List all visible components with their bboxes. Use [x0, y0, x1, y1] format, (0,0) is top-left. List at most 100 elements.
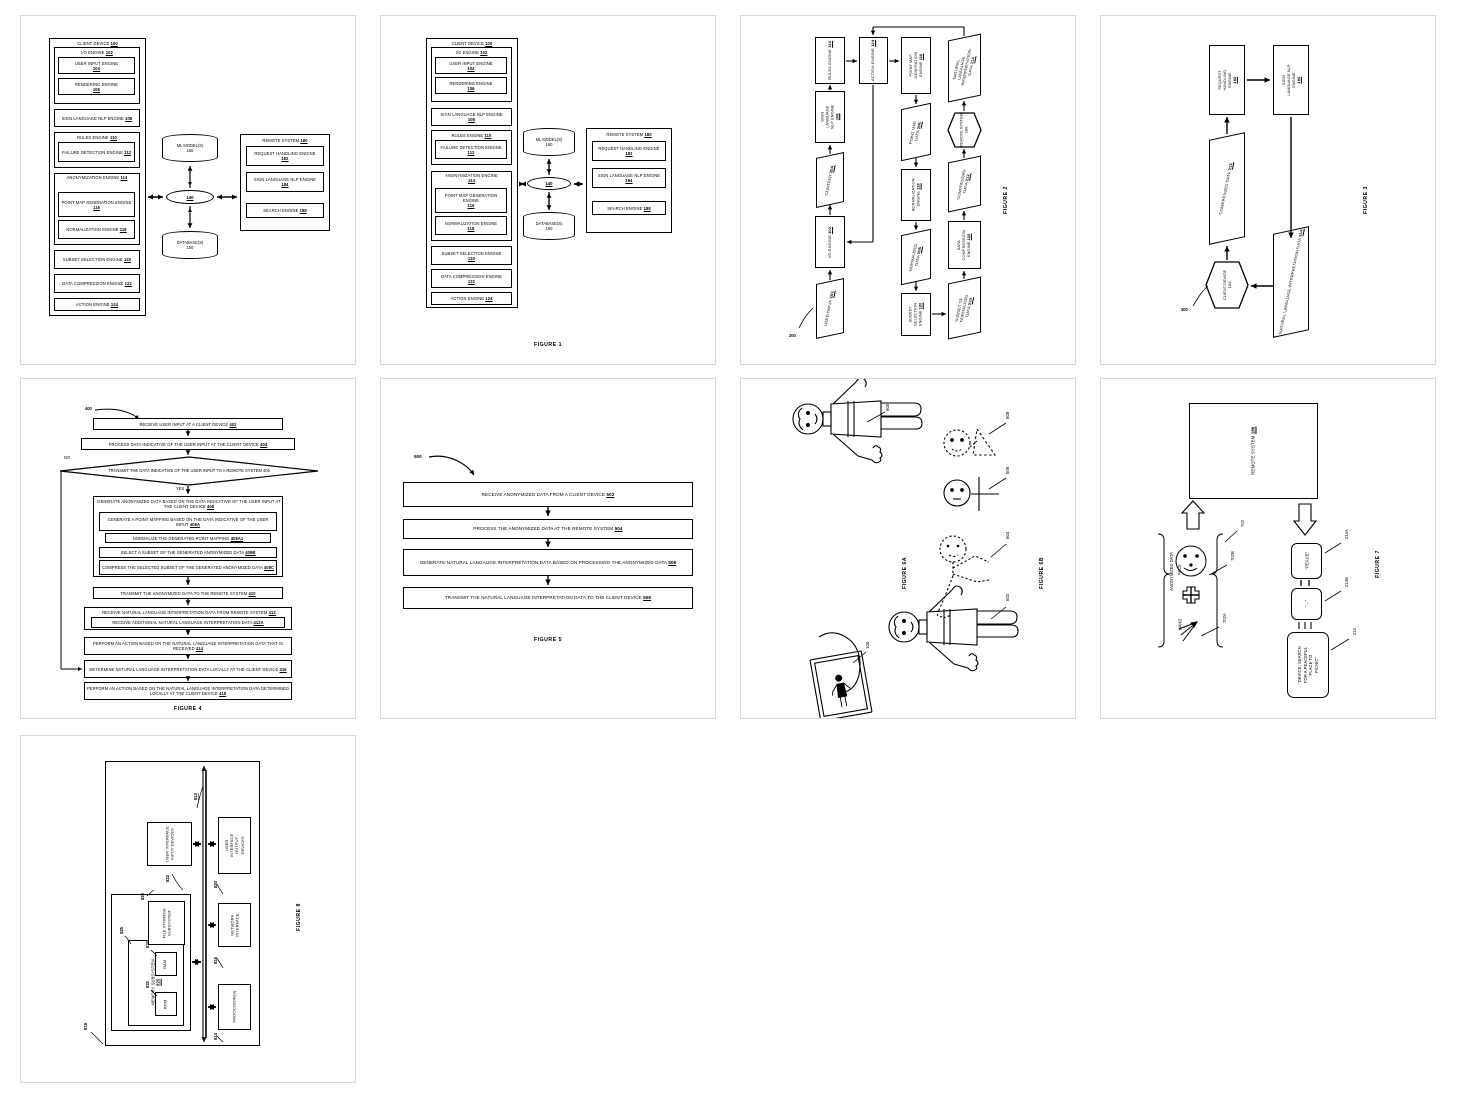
fig4-step-408A1-text: NORMALIZE THE GENERATED POINT MAPPING: [132, 535, 230, 541]
client-device-num: 100: [110, 41, 118, 46]
io-engine-num: 102: [105, 50, 113, 55]
fig4-step-404: PROCESS DATA INDICATIVE OF THE USER INPU…: [81, 438, 295, 450]
request-handling-engine-label: REQUEST HANDLING ENGINE: [254, 151, 316, 157]
action-engine-num: 124: [110, 302, 118, 307]
fig4-step-408A1: NORMALIZE THE GENERATED POINT MAPPING 40…: [105, 533, 271, 543]
fig5-ref-num: 500: [414, 454, 422, 459]
fig5-step-504-text: PROCESS THE ANONYMIZED DATA AT THE REMOT…: [473, 526, 614, 532]
data-compression-engine-label: DATA COMPRESSION ENGINE: [62, 281, 124, 286]
rules-engine-num: 110: [110, 135, 117, 140]
figure-panel-9: STORAGE SUBSYSTEM 824 MEMORY SUBSYSTEM 8…: [20, 735, 356, 1083]
fig4-caption: FIGURE 4: [174, 706, 202, 712]
fig2-rules-engine-node: RULES ENGINE 110: [815, 37, 845, 84]
network-num: 140: [186, 194, 194, 200]
fig1-sign-language-nlp-num: 108: [467, 117, 476, 122]
fig4-step-408A-text: GENERATE A POINT MAPPING BASED ON THE DA…: [107, 516, 269, 527]
fig4-step-416-text: DETERMINE NATURAL LANGUAGE INTERPRETATIO…: [89, 666, 279, 672]
fig2-point-map-gen-node: POINT MAP GENERATION ENGINE 116: [901, 37, 931, 94]
fig2-caption: FIGURE 2: [1003, 186, 1009, 214]
ml-models-label: ML MODEL(S): [176, 142, 204, 148]
fig1-subset-selection-label: SUBSET SELECTION ENGINE: [441, 250, 502, 256]
fig1-data-compression-num: 122: [467, 278, 476, 284]
svg-text:826: 826: [140, 892, 145, 900]
figure-panel-6-connectors: [428, 455, 551, 585]
svg-text:825: 825: [119, 926, 124, 934]
search-engine-box: SEARCH ENGINE 188: [246, 203, 324, 218]
fig4-step-408B-num: 408B: [245, 550, 256, 555]
svg-text:814: 814: [213, 1032, 218, 1040]
fig4-step-412-text: RECEIVE NATURAL LANGUAGE INTERPRETATION …: [102, 609, 268, 615]
figure-panel-5: 400 RECEIVE USER INPUT AT A CLIENT DEVIC…: [20, 378, 356, 719]
figure-panel-8: REMOTE SYSTEM 180 ANONYMIZED DATA HAND F…: [1100, 378, 1436, 719]
action-engine-box: ACTION ENGINE 124: [54, 298, 140, 311]
figure-panel-3: USER INPUT 202 I/O ENGINE 102 CONTENT 20…: [740, 15, 1076, 365]
fig8-network-interface-box: NETWORK INTERFACE: [218, 903, 251, 947]
fig5-step-502-text: RECEIVE ANONYMIZED DATA FROM A CLIENT DE…: [481, 491, 605, 497]
svg-text:816: 816: [213, 956, 218, 964]
fig1-action-engine-label: ACTION ENGINE: [450, 296, 485, 301]
point-map-generation-engine-label: POINT MAP GENERATION ENGINE: [61, 199, 132, 205]
svg-text:702B: 702B: [1230, 551, 1235, 561]
svg-text:602: 602: [1005, 593, 1010, 601]
fig1-client-device-label: CLIENT DEVICE: [451, 41, 484, 46]
databases-num: 150: [186, 245, 194, 250]
fig5-step-502-num: 502: [606, 491, 615, 497]
fig6a-caption: FIGURE 6A: [902, 556, 908, 589]
fig1-failure-detection-num: 112: [467, 149, 475, 155]
figure-panel-2: CLIENT DEVICE 100 I/O ENGINE 102 USER IN…: [380, 15, 716, 365]
rendering-engine-label: RENDERING ENGINE: [75, 81, 118, 87]
svg-text:810: 810: [83, 1022, 88, 1030]
fig1-rules-engine-label: RULES ENGINE: [451, 133, 484, 138]
fig1-search-engine-label: SEARCH ENGINE: [607, 205, 643, 211]
fig1-normalization-label: NORMALIZATION ENGINE: [444, 220, 498, 226]
rules-engine-label: RULES ENGINE: [77, 135, 109, 140]
fig2-data-compression-node: DATA COMPRESSION ENGINE 122: [948, 221, 981, 269]
fig1-remote-sl-nlp-num: 184: [625, 178, 633, 183]
fig1-user-input-engine-label: USER INPUT ENGINE: [449, 60, 493, 66]
fig1-rendering-engine-num: 106: [467, 85, 475, 91]
ml-models-cylinder: ML MODEL(S)160: [162, 134, 218, 162]
remote-system-label: REMOTE SYSTEM: [262, 138, 300, 143]
fig1-network-cloud: 140: [527, 177, 571, 190]
fig4-step-408A: GENERATE A POINT MAPPING BASED ON THE DA…: [99, 512, 277, 531]
svg-text:214B: 214B: [1344, 577, 1349, 587]
fig4-step-414-text: PERFORM AN ACTION BASED ON THE NATURAL L…: [93, 641, 283, 651]
fig4-step-404-text: PROCESS DATA INDICATIVE OF THE USER INPU…: [108, 441, 259, 447]
fig1-point-map-generation-num: 116: [467, 202, 475, 208]
fig5-caption: FIGURE 5: [534, 637, 562, 643]
figure-panel-4-connectors: [1192, 77, 1294, 307]
fig1-rendering-engine-label: RENDERING ENGINE: [449, 80, 493, 86]
failure-detection-engine-label: FAILURE DETECTION ENGINE: [61, 149, 123, 155]
fig1-request-handling-label: REQUEST HANDLING ENGINE: [598, 146, 660, 152]
figure-panel-8-graphics: 702 702B 702A 214A 214B 214: [1157, 500, 1357, 651]
fig8-file-storage-box: FILE STORAGE SUBSYSTEM: [148, 901, 185, 945]
fig3-ref-num: 300: [1181, 307, 1188, 312]
fig1-request-handling-num: 182: [625, 151, 633, 156]
svg-text:604: 604: [1005, 531, 1010, 539]
svg-text:812: 812: [193, 792, 198, 800]
fig1-ml-models-cylinder: ML MODEL(S)160: [523, 128, 575, 156]
user-input-engine-num: 104: [92, 65, 101, 71]
failure-detection-engine-num: 112: [124, 149, 132, 155]
fig1-data-compression-label: DATA COMPRESSION ENGINE: [440, 273, 503, 279]
svg-text:822: 822: [165, 874, 170, 882]
search-engine-label: SEARCH ENGINE: [263, 208, 299, 213]
fig4-step-406-text: TRANSMIT THE DATA INDICATIVE OF THE USER…: [108, 468, 262, 474]
network-cloud: 140: [166, 190, 214, 204]
fig8-ui-output-devices-box: USER INTERFACE OUTPUT DEVICES: [218, 817, 251, 874]
failure-detection-engine-box: FAILURE DETECTION ENGINE 112: [58, 142, 135, 162]
fig1-io-engine-label: I/O ENGINE: [455, 50, 479, 55]
fig1-rules-engine-num: 110: [484, 133, 492, 138]
fig4-step-408-num: 408: [207, 504, 215, 510]
fig1-subset-selection-num: 120: [467, 255, 476, 261]
